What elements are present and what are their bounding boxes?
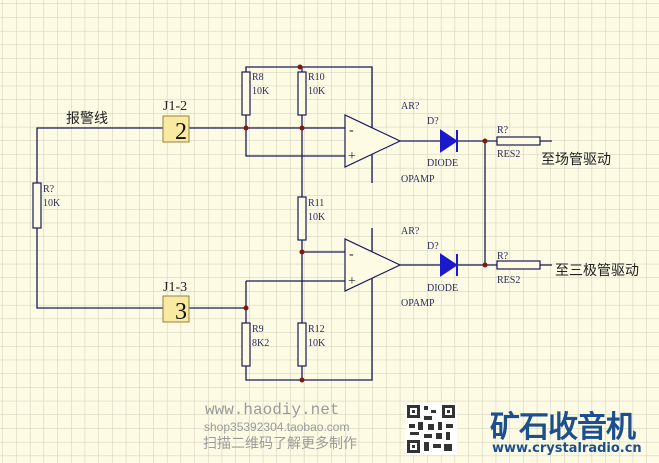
logo-url: www.crystalradio.cn [492,441,642,456]
r12-value: 10K [308,338,326,349]
resistor-r12 [297,322,307,367]
j1-2-pin: 2 [175,119,187,145]
r9-value: 8K2 [252,338,269,349]
r-left-value: 10K [43,198,61,209]
opamp2-value: OPAMP [401,298,435,309]
junctions [243,64,488,383]
watermark-scan: 扫描二维码了解更多制作 [203,436,357,452]
resistor-rout1 [496,136,541,146]
resistor-r8 [241,71,251,116]
ar1-ref: AR? [401,101,420,112]
r-left-ref: R? [43,184,55,195]
alarm-line-label: 报警线 [66,111,108,127]
r10-value: 10K [308,86,326,97]
resistor-r-left [32,182,42,229]
d2-ref: D? [427,241,439,252]
opamp1-plus: + [348,149,356,164]
resistor-r9 [241,322,251,367]
rout1-ref: R? [497,125,509,136]
opamp2-minus: - [349,247,354,262]
rout2-ref: R? [497,251,509,262]
connector-j1-2 [162,115,190,143]
r9-ref: R9 [252,324,264,335]
d1-value: DIODE [427,158,458,169]
opamp-2 [344,238,402,292]
r10-ref: R10 [308,72,325,83]
opamp1-minus: - [349,123,354,138]
j1-3-pin: 3 [175,299,187,325]
r8-ref: R8 [252,72,264,83]
rout1-value: RES2 [497,149,520,160]
resistor-rout2 [496,260,541,270]
opamp2-plus: + [348,274,356,289]
d1-ref: D? [427,116,439,127]
watermark-site: www.haodiy.net [205,401,340,419]
output-to-mosfet-driver: 至场管驱动 [541,152,611,168]
r11-value: 10K [308,212,326,223]
r8-value: 10K [252,86,270,97]
opamp-1 [344,114,402,168]
j1-2-label: J1-2 [163,99,187,114]
diode-2 [440,253,458,277]
logo-title: 矿石收音机 [490,410,636,445]
connector-j1-3 [162,295,190,323]
r12-ref: R12 [308,324,325,335]
resistor-r10 [297,71,307,116]
r11-ref: R11 [308,198,324,209]
opamp1-value: OPAMP [401,174,435,185]
rout2-value: RES2 [497,275,520,286]
ar2-ref: AR? [401,226,420,237]
j1-3-label: J1-3 [163,280,187,295]
watermark-shop: shop35392304.taobao.com [204,420,350,434]
diode-1 [440,129,458,153]
resistor-r11 [297,196,307,241]
output-to-transistor-driver: 至三极管驱动 [555,263,639,279]
d2-value: DIODE [427,283,458,294]
qr-code [405,403,457,455]
